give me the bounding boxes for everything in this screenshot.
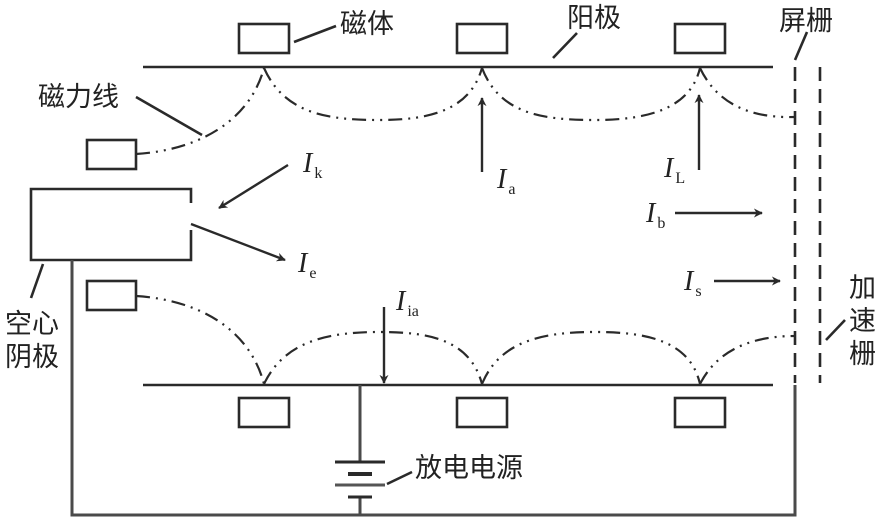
field-line-bottom-2 <box>263 330 484 385</box>
leader-screen-grid <box>793 31 809 61</box>
label-screen-grid: 屏栅 <box>779 6 833 37</box>
hollow-cathode <box>29 187 193 262</box>
arrow-Ie <box>190 222 286 262</box>
leader-magnet <box>293 24 337 44</box>
field-line-top-1 <box>135 67 266 156</box>
field-line-top-4 <box>699 67 796 119</box>
label-hollow-cathode-2: 阴极 <box>5 342 59 373</box>
label-discharge-supply: 放电电源 <box>415 453 523 484</box>
label-hollow-cathode-1: 空心 <box>5 309 59 340</box>
leader-field-line <box>135 95 203 137</box>
label-accel-grid-1: 加 <box>849 273 876 304</box>
label-field-line: 磁力线 <box>38 82 119 113</box>
battery-icon <box>335 460 385 499</box>
magnet-bottom-2 <box>455 396 509 429</box>
magnet-bottom-3 <box>673 396 727 429</box>
magnet-top-3 <box>673 22 727 55</box>
field-line-bottom-1 <box>135 294 266 385</box>
leader-discharge-supply <box>386 470 413 486</box>
label-magnet: 磁体 <box>340 9 394 40</box>
field-line-top-2 <box>262 67 484 122</box>
magnet-bottom-1 <box>237 396 291 429</box>
label-anode: 阳极 <box>567 3 621 34</box>
leader-accel-grid <box>825 319 846 341</box>
leader-anode <box>552 32 578 59</box>
label-accel-grid-3: 栅 <box>849 339 876 370</box>
field-line-top-3 <box>480 67 702 122</box>
label-accel-grid-2: 速 <box>849 306 876 337</box>
leader-hollow-cathode <box>29 263 45 299</box>
magnet-side-lower <box>85 279 138 312</box>
magnet-side-upper <box>85 138 138 171</box>
arrow-Ik <box>218 163 289 210</box>
field-line-bottom-4 <box>699 334 796 385</box>
magnet-top-1 <box>237 22 291 55</box>
field-line-bottom-3 <box>480 330 702 385</box>
circuit-wire-outer <box>70 260 797 517</box>
magnet-top-2 <box>455 22 509 55</box>
